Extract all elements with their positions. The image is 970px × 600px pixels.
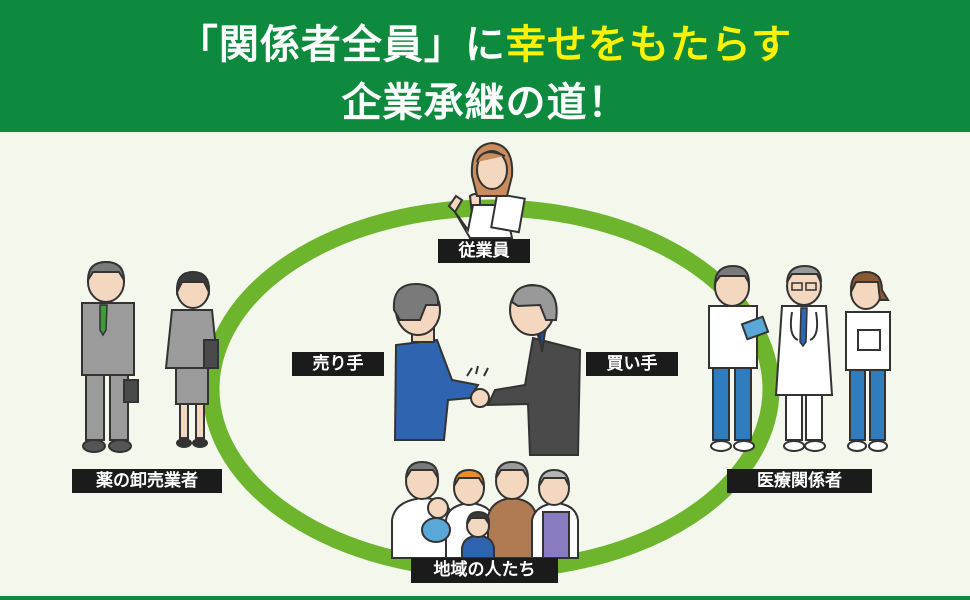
label-seller: 売り手 (292, 352, 384, 376)
label-wholesaler: 薬の卸売業者 (72, 469, 222, 493)
title-line-1: 「関係者全員」に幸せをもたらす (0, 12, 970, 70)
medical-nurse (845, 270, 891, 452)
wholesaler-woman (164, 270, 220, 448)
community-group (391, 460, 579, 559)
title-banner: 「関係者全員」に幸せをもたらす 企業承継の道！ (0, 0, 970, 132)
wholesaler-man (81, 260, 139, 453)
seller-figure (392, 282, 490, 441)
label-employee: 従業員 (438, 239, 530, 263)
title-part-yellow: 幸せをもたらす (505, 22, 793, 68)
title-line-2: 企業承継の道！ (341, 80, 629, 126)
medical-doctor (774, 264, 834, 452)
medical-staff-man (708, 264, 770, 452)
employee-figure (447, 141, 526, 239)
label-medical: 医療関係者 (727, 469, 872, 493)
buyer-figure (466, 284, 582, 456)
bottom-rule (0, 596, 970, 600)
title-part-white: 「関係者全員」に (177, 22, 506, 68)
label-buyer: 買い手 (586, 352, 678, 376)
label-community: 地域の人たち (411, 558, 558, 583)
